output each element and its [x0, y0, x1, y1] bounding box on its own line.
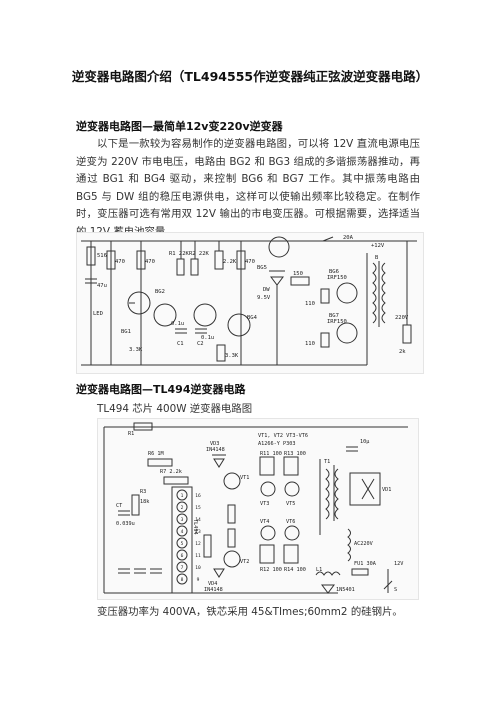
label-bg2: BG2: [155, 289, 165, 295]
label-c2: C2: [197, 341, 204, 347]
label-12v: +12V: [371, 243, 385, 249]
label-fuse: 20A: [343, 235, 354, 241]
section1-body: 以下是一款较为容易制作的逆变器电路图，可以将 12V 直流电源电压逆变为 220…: [76, 136, 420, 241]
label-vd3: VD3: [210, 441, 219, 447]
label-ct: CT: [116, 503, 122, 509]
label-r110a: 110: [305, 301, 315, 307]
ic-pin-11: 11: [195, 553, 201, 559]
label-vt-header: VT1, VT2 VT3-VT6: [258, 433, 308, 439]
section2-subtitle: TL494 芯片 400W 逆变器电路图: [97, 403, 253, 415]
label-r13: R13 100: [284, 451, 306, 457]
page-title: 逆变器电路图介绍（TL494555作逆变器纯正弦波逆变器电路）: [71, 69, 429, 84]
label-r516: 516: [97, 253, 107, 259]
label-ct-val: 0.039u: [116, 521, 135, 527]
label-fu: FU1 30A: [354, 561, 377, 567]
ic-pin-10: 10: [195, 565, 201, 571]
label-220v: 220V: [395, 315, 409, 321]
label-r110b: 110: [305, 341, 315, 347]
ic-pin-5: 5: [181, 541, 184, 547]
label-vt-part: A1266-Y P303: [258, 441, 295, 447]
figure-simple-inverter-schematic: 516 47u LED 470 470 470 BG2 R1 22K R2 22…: [76, 232, 424, 374]
ic-pin-3: 3: [181, 517, 184, 523]
label-c47u: 47u: [97, 283, 107, 289]
figure-tl494-inverter-schematic: R1 R6 1M R7 2.2k R3 18k CT 0.039u TL494 …: [97, 418, 419, 600]
label-vt4: VT4: [260, 519, 269, 525]
section1-paragraph: 以下是一款较为容易制作的逆变器电路图，可以将 12V 直流电源电压逆变为 220…: [76, 138, 420, 238]
label-c-val2: 0.1u: [201, 335, 214, 341]
label-r7: R7 2.2k: [160, 469, 183, 475]
label-dw: DW: [263, 287, 270, 293]
ic-pin-14: 14: [195, 517, 201, 523]
label-r12: R12 100: [260, 567, 282, 573]
label-bg6-part: IRF150: [327, 275, 347, 281]
label-r3-val: 18k: [140, 499, 150, 505]
label-bg5: BG5: [257, 265, 267, 271]
label-r14: R14 100: [284, 567, 306, 573]
footer-paragraph: 变压器功率为 400VA，铁芯采用 45&TImes;60mm2 的硅钢片。: [97, 606, 403, 618]
label-r470c: 470: [245, 259, 255, 265]
ic-pin-8: 8: [181, 577, 184, 583]
label-switch-s: S: [394, 587, 397, 593]
schematic-1-svg: 516 47u LED 470 470 470 BG2 R1 22K R2 22…: [81, 235, 417, 366]
section1-heading: 逆变器电路图—最简单12v变220v逆变器: [76, 120, 283, 133]
label-bg6: BG6: [329, 269, 339, 275]
label-ac220: AC220V: [354, 541, 373, 547]
ic-pin-16: 16: [195, 493, 201, 499]
label-in4148a: IN4148: [206, 447, 225, 453]
label-bg4: BG4: [247, 315, 258, 321]
ic-pin-4: 4: [181, 529, 184, 535]
label-r11: R11 100: [260, 451, 282, 457]
label-r150: 150: [293, 271, 303, 277]
label-c-val1: 0.1u: [171, 321, 184, 327]
ic-pin-12: 12: [195, 541, 201, 547]
label-c1: C1: [177, 341, 184, 347]
label-bg7-part: IRF150: [327, 319, 347, 325]
label-r22k: 2.2K: [223, 259, 237, 265]
label-vd4: VD4: [208, 581, 217, 587]
label-vt6: VT6: [286, 519, 295, 525]
label-vd5: 1N5401: [336, 587, 355, 593]
label-transformer-b: B: [375, 255, 379, 261]
label-r3: R3: [140, 489, 146, 495]
label-bg7: BG7: [329, 313, 339, 319]
label-dw-val: 9.5V: [257, 295, 271, 301]
label-in4148b: IN4148: [204, 587, 223, 593]
label-t1: T1: [324, 459, 330, 465]
label-l1: L1: [316, 567, 322, 573]
label-12v: 12V: [394, 561, 403, 567]
ic-pin-9: 9: [197, 577, 200, 583]
label-c5: 10μ: [360, 439, 369, 445]
section2-heading: 逆变器电路图—TL494逆变器电路: [76, 383, 246, 396]
label-r2k: 2k: [399, 349, 406, 355]
label-r2: R2 22K: [189, 251, 210, 257]
ic-pin-6: 6: [181, 553, 184, 559]
label-r470b: 470: [145, 259, 155, 265]
label-ic: TL494: [192, 519, 198, 535]
label-vt3: VT3: [260, 501, 269, 507]
label-r1: R1 22K: [169, 251, 190, 257]
label-led: LED: [93, 311, 103, 317]
label-r1: R1: [128, 431, 134, 437]
label-r6: R6 1M: [148, 451, 164, 457]
ic-pin-1: 1: [181, 493, 184, 499]
ic-pin-13: 13: [195, 529, 201, 535]
label-vt2: VT2: [240, 559, 249, 565]
label-r470a: 470: [115, 259, 125, 265]
label-bg1: BG1: [121, 329, 131, 335]
label-vt5: VT5: [286, 501, 295, 507]
ic-pin-2: 2: [181, 505, 184, 511]
schematic-2-svg: R1 R6 1M R7 2.2k R3 18k CT 0.039u TL494 …: [103, 422, 408, 594]
ic-pin-7: 7: [181, 565, 184, 571]
ic-pin-15: 15: [195, 505, 201, 511]
label-vd1: VD1: [382, 487, 391, 493]
label-vt1: VT1: [240, 475, 249, 481]
label-r33k-b: 3.3K: [225, 353, 239, 359]
label-r33k-a: 3.3K: [129, 347, 143, 353]
